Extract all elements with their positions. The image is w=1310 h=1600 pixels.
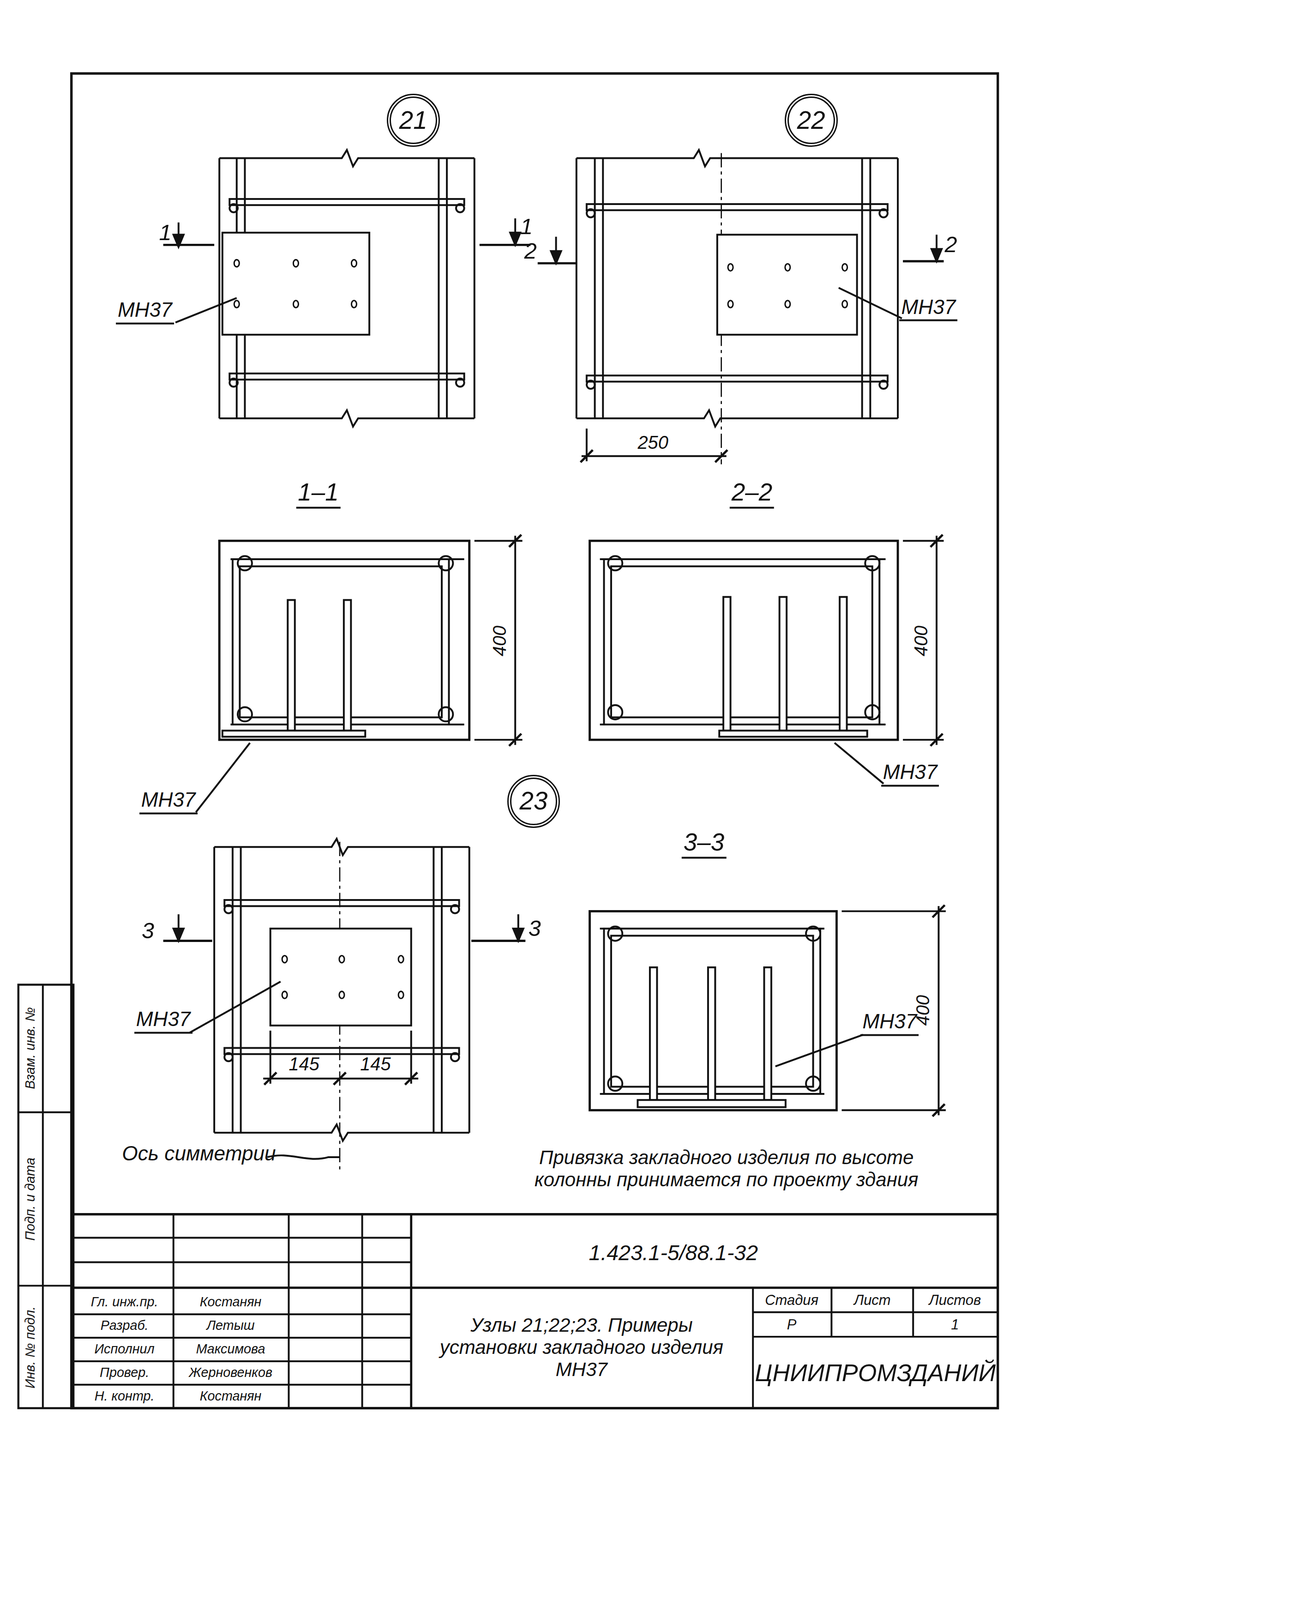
table-header: Листов — [928, 1291, 981, 1309]
part-label: МН37 — [860, 1009, 919, 1036]
part-label: МН37 — [139, 787, 198, 815]
section-mark: 3 — [528, 915, 541, 942]
strip-label: Взам. инв. № — [23, 1006, 39, 1089]
node-number: 23 — [519, 788, 548, 814]
document-code: 1.423.1-5/88.1-32 — [588, 1240, 758, 1266]
name-cell: Летыш — [206, 1317, 255, 1334]
callout-circle: 22 — [784, 93, 838, 147]
role-cell: Провер. — [99, 1364, 150, 1380]
part-label: МН37 — [115, 298, 175, 325]
section-mark: 2 — [944, 232, 957, 259]
name-cell: Максимова — [196, 1340, 266, 1357]
part-label: МН37 — [134, 1007, 193, 1034]
callout-circle: 23 — [507, 774, 561, 828]
node-number: 22 — [797, 108, 826, 134]
table-cell: Р — [787, 1316, 797, 1333]
role-cell: Н. контр. — [94, 1388, 155, 1404]
section-mark: 2 — [524, 238, 537, 265]
strip-label: Инв. № подл. — [23, 1305, 39, 1388]
role-cell: Исполнил — [94, 1340, 155, 1357]
role-cell: Гл. инж.пр. — [90, 1294, 159, 1310]
organization: ЦНИИПРОМЗДАНИЙ — [755, 1358, 997, 1387]
table-header: Лист — [853, 1291, 891, 1309]
section-mark: 1 — [520, 213, 533, 240]
sheet-title: Узлы 21;22;23. Примеры установки закладн… — [423, 1313, 740, 1381]
table-cell: 1 — [950, 1316, 959, 1333]
axis-note: Ось симметрии — [121, 1141, 276, 1165]
dimension: 400 — [910, 625, 932, 656]
section-mark: 3 — [141, 917, 155, 944]
dimension: 400 — [489, 625, 511, 656]
name-cell: Жерновенков — [188, 1364, 273, 1380]
role-cell: Разраб. — [100, 1317, 149, 1334]
general-note: Привязка закладного изделия по высоте ко… — [517, 1145, 936, 1191]
name-cell: Костанян — [199, 1388, 262, 1404]
node-number: 21 — [399, 108, 428, 134]
dimension: 145 — [288, 1053, 319, 1075]
strip-label: Подп. и дата — [23, 1157, 39, 1241]
part-label: МН37 — [881, 760, 940, 787]
part-label: МН37 — [899, 294, 958, 322]
callout-circle: 21 — [386, 93, 440, 147]
section-title: 1–1 — [295, 477, 341, 509]
name-cell: Костанян — [199, 1294, 262, 1310]
dimension: 250 — [637, 432, 668, 454]
dimension: 145 — [360, 1053, 391, 1075]
table-header: Стадия — [764, 1291, 819, 1309]
section-title: 3–3 — [681, 827, 727, 859]
section-title: 2–2 — [729, 477, 775, 509]
section-mark: 1 — [159, 219, 172, 246]
